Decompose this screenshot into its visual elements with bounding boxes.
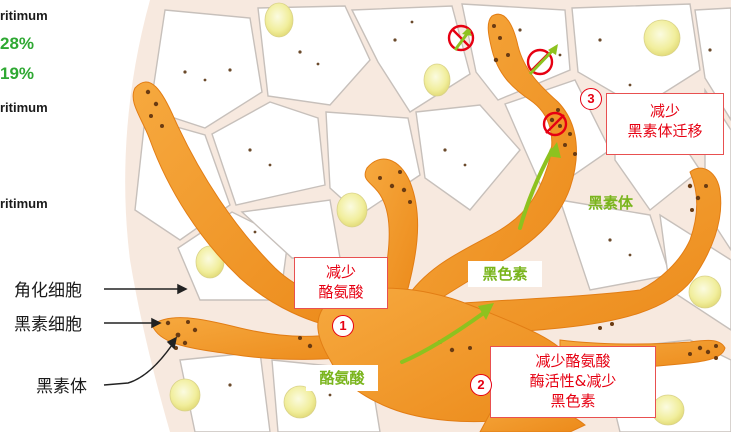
label-keratinocyte: 角化细胞: [14, 281, 82, 301]
nuclei: [169, 2, 722, 426]
label-melanin: 黑色素: [468, 261, 542, 287]
left-text-word-3: ritimum: [0, 196, 48, 211]
pathway-arrows: [400, 148, 554, 364]
label-pointers: [103, 283, 188, 386]
callout-2-line-3: 黑色素: [550, 392, 596, 410]
step-number-1: 1: [332, 315, 354, 337]
callout-1-line-2: 酪氨酸: [318, 283, 364, 301]
left-text-word-2: ritimum: [0, 100, 48, 115]
step-number-3: 3: [580, 88, 602, 110]
callout-3-line-1: 减少: [649, 102, 680, 120]
callout-reduce-tyrosine: 减少 酪氨酸: [294, 257, 388, 309]
callout-reduce-tyrosinase: 减少酪氨酸 酶活性&减少 黑色素: [490, 346, 656, 418]
callout-3-line-2: 黑素体迁移: [627, 122, 703, 140]
no-symbol-icon: [447, 24, 568, 137]
callout-2-line-2: 酶活性&减少: [529, 372, 617, 390]
left-text-word-1: ritimum: [0, 8, 48, 23]
step-number-2: 2: [470, 374, 492, 396]
label-melanocyte: 黑素细胞: [14, 315, 82, 335]
callout-reduce-migration: 减少 黑素体迁移: [606, 93, 724, 155]
label-melanosome-green: 黑素体: [588, 194, 634, 212]
left-percent-2: 19%: [0, 64, 35, 83]
label-tyrosine: 酪氨酸: [306, 365, 378, 391]
label-melanosome: 黑素体: [36, 377, 87, 397]
melanosome-dots: [145, 24, 718, 360]
callout-1-line-1: 减少: [325, 263, 356, 281]
left-percent-1: 28%: [0, 34, 35, 53]
callout-2-line-1: 减少酪氨酸: [535, 352, 611, 370]
